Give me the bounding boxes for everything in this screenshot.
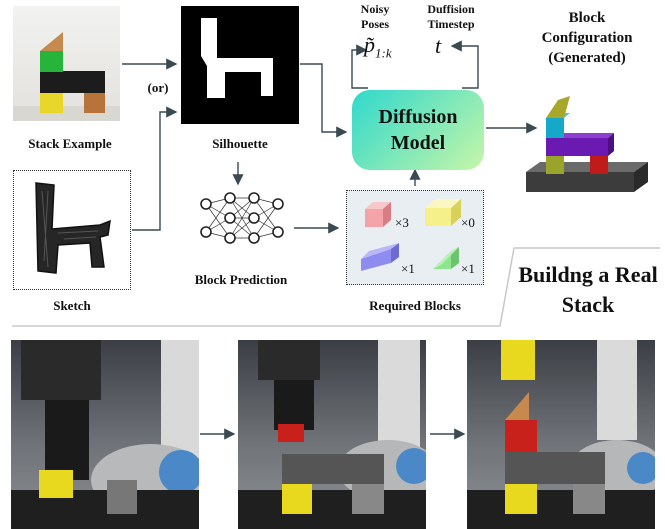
required-block-cube — [365, 202, 391, 227]
required-block-wedge — [433, 247, 459, 269]
diffusion-model-label: Diffusion Model — [378, 106, 458, 154]
robot-photo-3 — [467, 340, 655, 529]
sketch-label: Sketch — [53, 298, 91, 313]
silhouette-shape — [201, 18, 273, 98]
robot-scene-1 — [11, 340, 199, 529]
arrow-silhouette-to-diffusion — [300, 63, 348, 138]
neural-network-icon — [200, 192, 284, 244]
required-block-cuboid — [425, 199, 461, 226]
robot-photo-1 — [11, 340, 199, 529]
chair-sketch — [35, 182, 111, 274]
arrow-loop-timestep — [450, 40, 479, 89]
diffusion-timestep-label: Duffision Timestep — [427, 2, 475, 31]
robot-scene-3 — [467, 340, 655, 529]
diffusion-model-box: Diffusion Model — [352, 90, 484, 170]
required-block-count: ×3 — [395, 215, 409, 230]
stack-example-photo — [13, 6, 120, 121]
required-blocks-label: Required Blocks — [369, 298, 461, 313]
required-blocks-box: ×3 ×0 ×1 ×1 — [346, 190, 484, 285]
required-block-bar — [361, 243, 399, 271]
required-block-count: ×1 — [461, 261, 475, 276]
generated-configuration — [526, 96, 648, 192]
arrow-sketch-to-silhouette — [132, 106, 178, 231]
silhouette-label: Silhouette — [212, 136, 268, 151]
stack-example-label: Stack Example — [28, 136, 112, 151]
arrow-loop-noisy-poses — [351, 44, 368, 89]
noisy-poses-label: Noisy Poses — [360, 2, 390, 31]
section-divider — [12, 247, 660, 327]
robot-photo-2 — [238, 340, 426, 529]
block-config-label: Block Configuration (Generated) — [541, 10, 633, 66]
stack-example-blocks — [13, 32, 120, 121]
sketch-box — [13, 170, 131, 290]
robot-scene-2 — [238, 340, 426, 529]
real-stack-title: Buildng a Real Stack — [518, 262, 658, 317]
block-prediction-label: Block Prediction — [194, 272, 288, 287]
noisy-poses-symbol: p̃1:k — [364, 32, 392, 61]
or-label: (or) — [147, 80, 169, 95]
timestep-symbol: t — [435, 33, 442, 58]
silhouette-image — [181, 6, 299, 124]
required-block-count: ×1 — [401, 261, 415, 276]
required-block-count: ×0 — [461, 215, 475, 230]
